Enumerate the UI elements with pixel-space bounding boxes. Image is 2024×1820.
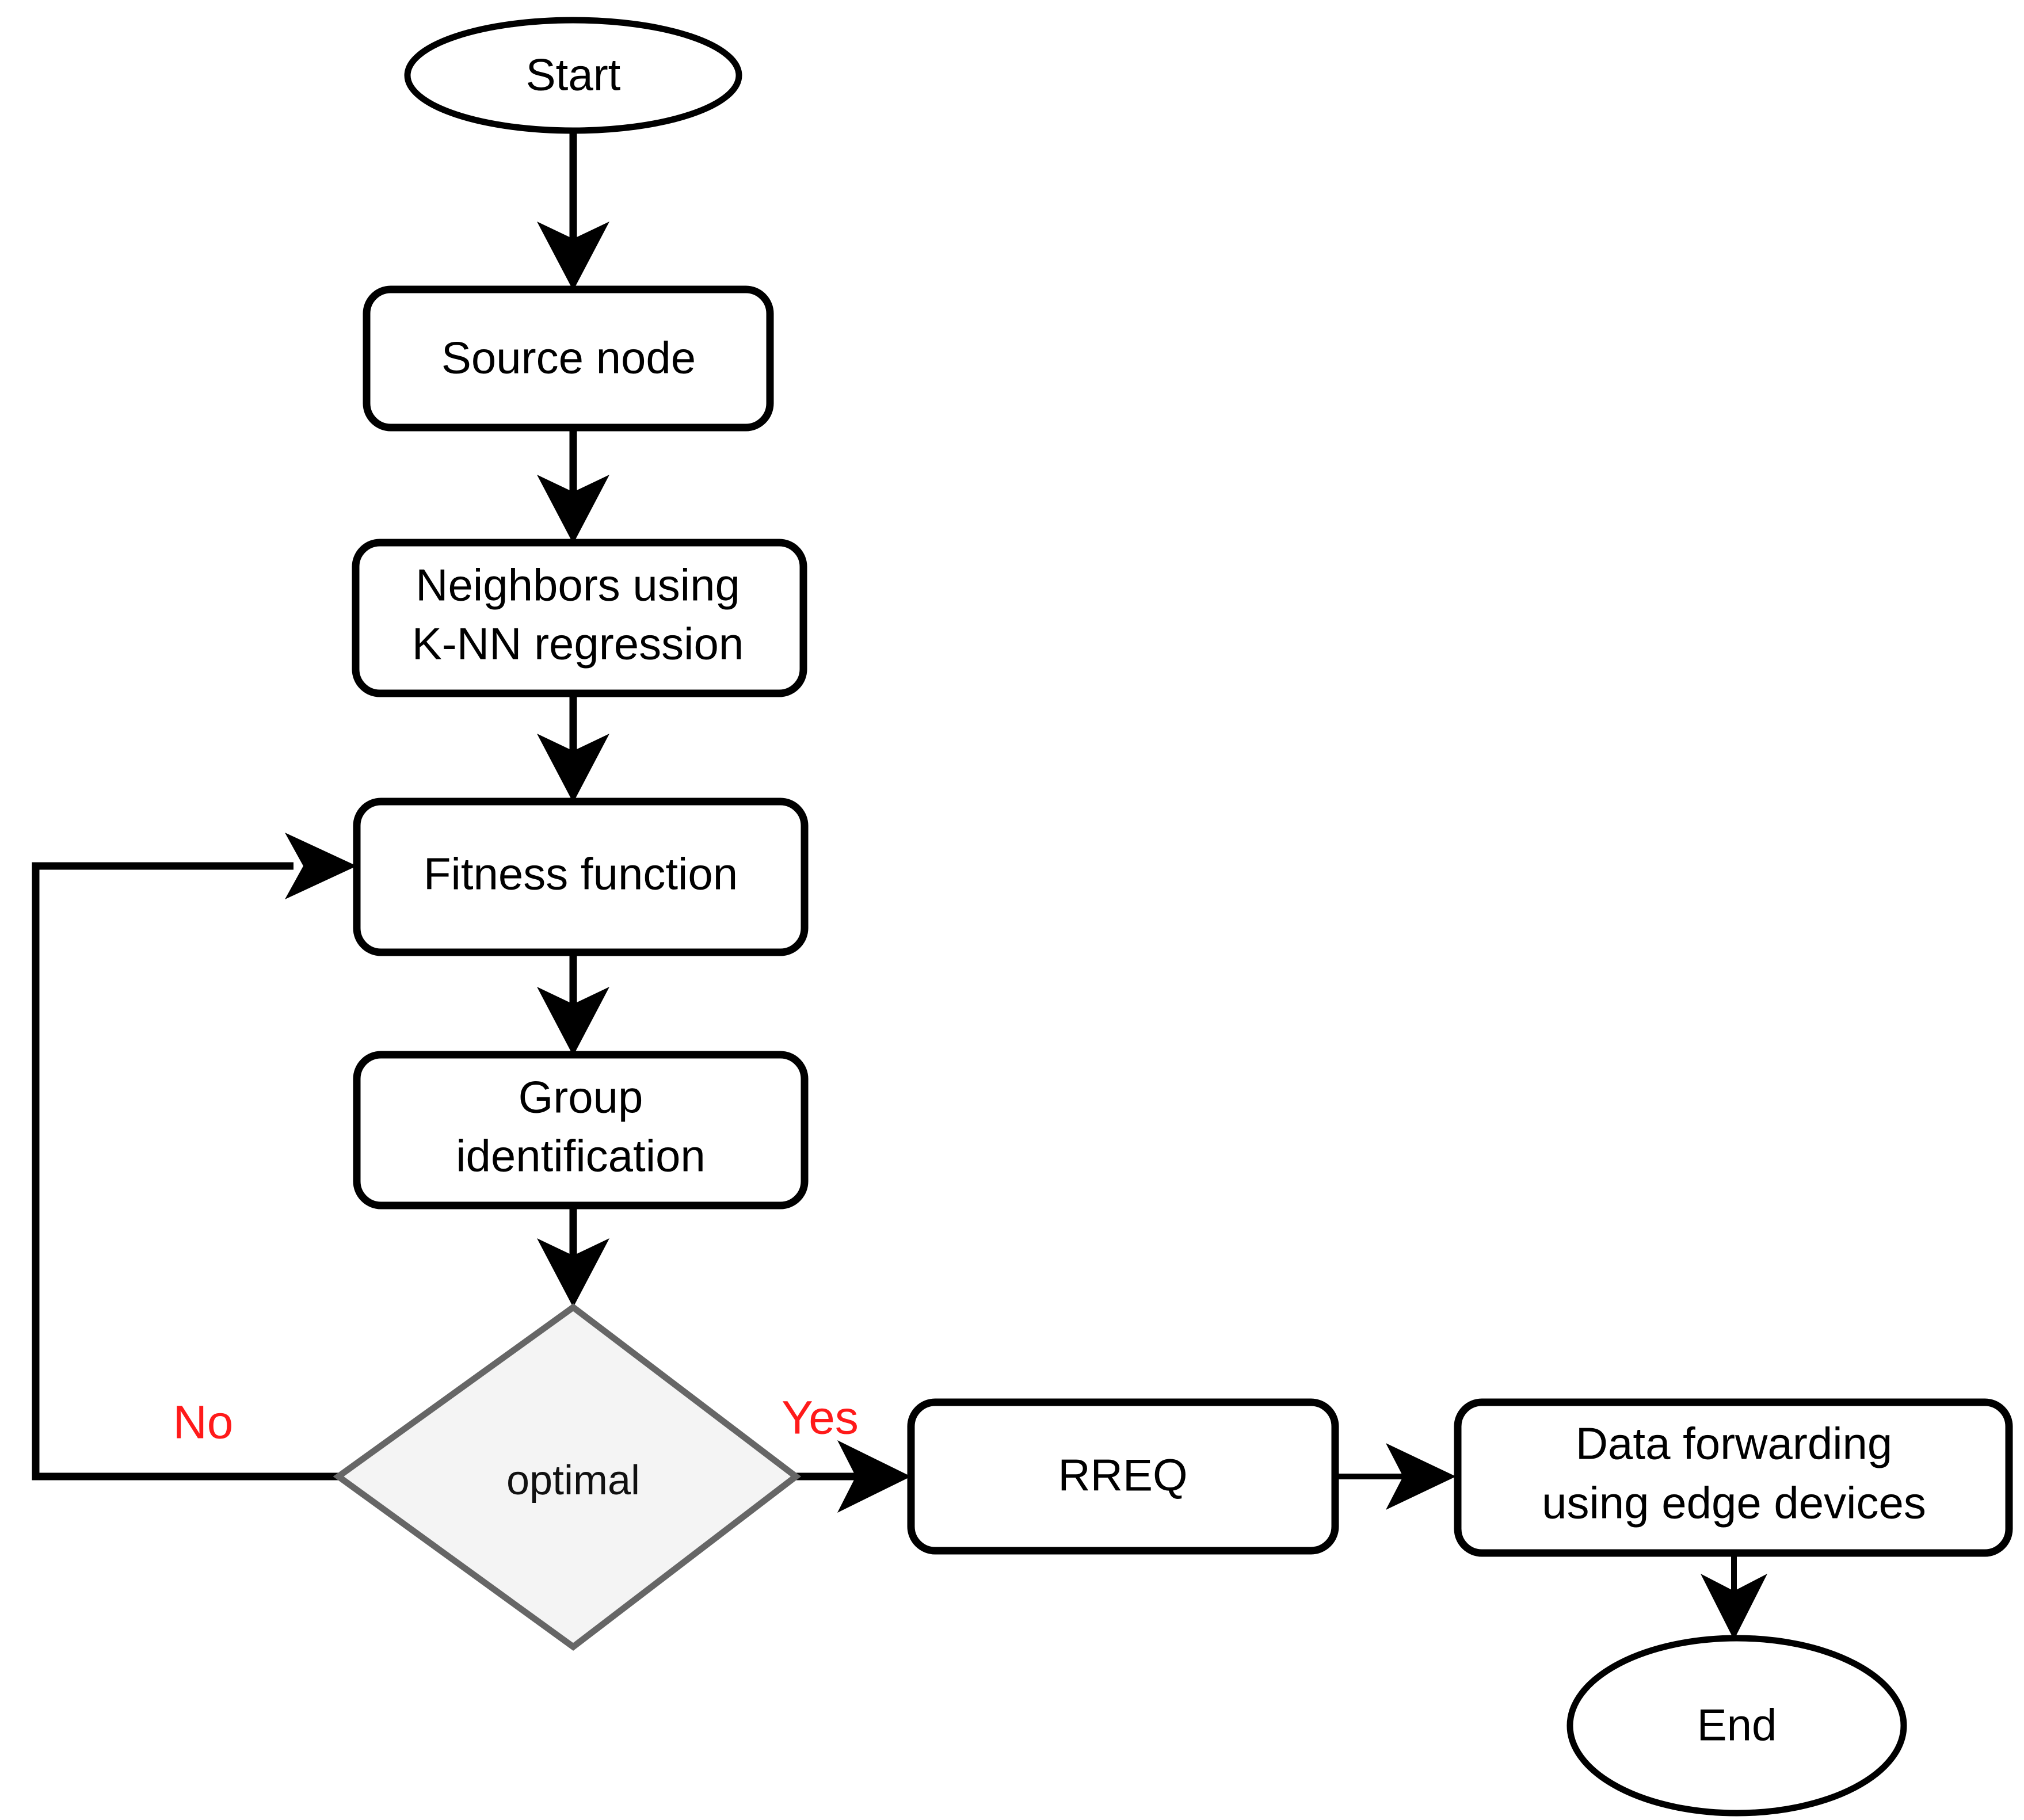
node-knn-line2-label: K-NN regression [412,619,744,669]
node-end[interactable]: End [1566,1635,1907,1817]
edge-start-to-source [537,128,609,291]
node-knn-line1-label: Neighbors using [416,560,740,611]
node-group-identification[interactable]: Group identification [353,1051,809,1209]
node-fitness-function[interactable]: Fitness function [353,798,809,956]
node-forwarding-line1-label: Data forwarding [1576,1418,1893,1469]
node-source[interactable]: Source node [363,285,774,432]
node-optimal-decision[interactable]: optimal [333,1303,802,1651]
node-optimal-label: optimal [506,1457,640,1504]
edge-source-to-knn [537,428,609,544]
node-group-line2-label: identification [456,1131,706,1181]
edge-knn-to-fitness [537,693,609,803]
node-rreq-label: RREQ [1058,1450,1187,1501]
node-forwarding-line2-label: using edge devices [1542,1478,1926,1528]
edge-fitness-to-group [537,952,609,1056]
node-knn-regression[interactable]: Neighbors using K-NN regression [352,539,807,697]
edge-forwarding-to-end [1701,1554,1767,1640]
edge-optimal-no-loop [32,833,357,1481]
node-source-label: Source node [441,333,696,383]
node-data-forwarding[interactable]: Data forwarding using edge devices [1454,1398,2013,1557]
node-fitness-label: Fitness function [424,849,738,899]
node-group-line1-label: Group [519,1072,643,1123]
edge-group-to-optimal [537,1205,609,1307]
branch-label-no: No [173,1397,234,1449]
node-rreq[interactable]: RREQ [907,1398,1339,1555]
node-start[interactable]: Start [404,17,742,134]
edge-optimal-yes-to-rreq [796,1440,911,1513]
edge-rreq-to-forwarding [1335,1443,1456,1510]
node-end-label: End [1697,1700,1777,1750]
branch-label-yes: Yes [782,1392,859,1444]
node-start-label: Start [526,49,621,100]
